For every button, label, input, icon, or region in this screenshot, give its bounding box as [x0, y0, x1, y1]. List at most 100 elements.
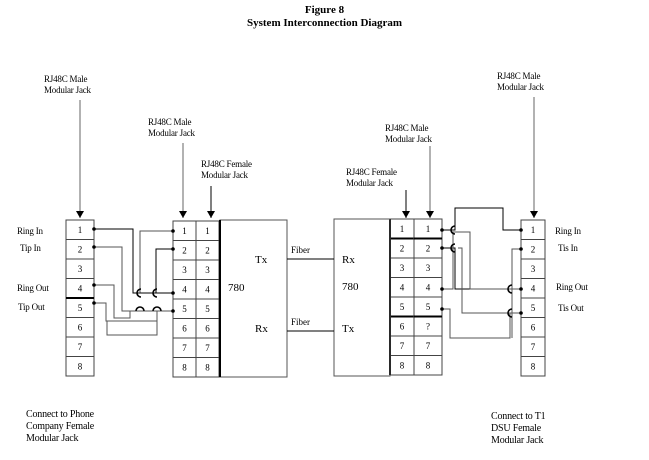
- wire-l1: [94, 228, 140, 294]
- pin-number: 2: [205, 245, 210, 255]
- pin-number: 5: [426, 302, 431, 312]
- junction-dot: [440, 287, 444, 291]
- pin-number: 5: [182, 304, 187, 314]
- arrowhead-icon: [402, 211, 410, 218]
- pin-number: 8: [531, 361, 536, 371]
- arrowhead-icon: [530, 211, 538, 218]
- hop-icon: [450, 225, 456, 235]
- right-male-jack-label: RJ48C Male Modular Jack: [497, 71, 544, 93]
- pin-number: 6: [205, 323, 210, 333]
- pin-number: 5: [205, 304, 210, 314]
- right-unit-name: 780: [342, 281, 359, 293]
- junction-dot: [92, 245, 96, 249]
- left-note: Connect to Phone Company Female Modular …: [26, 409, 94, 445]
- junction-dot: [171, 309, 175, 313]
- note-line: Connect to T1: [491, 411, 546, 422]
- pin-number: 3: [531, 264, 536, 274]
- arrowhead-icon: [179, 211, 187, 218]
- wire-m1: [139, 230, 173, 293]
- pin-cell: [65, 356, 95, 377]
- pin-number: 1: [182, 226, 187, 236]
- note-line: DSU Female: [491, 423, 541, 434]
- pin-number: 7: [426, 341, 431, 351]
- left-mid-female-jack-label: RJ48C Female Modular Jack: [201, 159, 252, 181]
- right-crossover-hops: [450, 225, 513, 318]
- hop-icon: [135, 306, 145, 312]
- left-signal-ring-out: Ring Out: [17, 283, 49, 293]
- left-unit-tx: Tx: [255, 254, 268, 266]
- junction-dot: [171, 291, 175, 295]
- pin-number: ?: [426, 321, 430, 331]
- left-780-unit: [219, 219, 288, 378]
- left-junctions: [92, 227, 175, 313]
- pin-number: 1: [205, 226, 210, 236]
- arrowhead-icon: [207, 211, 215, 218]
- left-signal-tip-in: Tip In: [20, 243, 41, 253]
- pin-number: 5: [531, 303, 536, 313]
- wire-r-tip: [511, 248, 521, 338]
- pin-blocks: 1234567812345678123456781234567812345?78…: [65, 218, 546, 378]
- pin-number: 6: [182, 323, 187, 333]
- pin-number: 1: [426, 224, 431, 234]
- label-line: Modular Jack: [201, 170, 248, 180]
- right-mid-female-jack-label: RJ48C Female Modular Jack: [346, 167, 397, 189]
- right-wiring: [442, 207, 521, 339]
- pin-number: 1: [400, 224, 405, 234]
- pin-number: 8: [426, 360, 431, 370]
- hop-icon: [136, 288, 142, 298]
- label-line: RJ48C Female: [346, 167, 397, 177]
- pin-number: 4: [182, 284, 187, 294]
- wire-m2: [155, 248, 173, 293]
- right-signal-tis-in: Tis In: [558, 243, 578, 253]
- right-mid-male-jack-label: RJ48C Male Modular Jack: [385, 123, 432, 145]
- right-unit-rx: Rx: [342, 254, 355, 266]
- label-line: RJ48C Female: [201, 159, 252, 169]
- left-mid-male-jack-label: RJ48C Male Modular Jack: [148, 117, 195, 139]
- pin-number: 4: [426, 282, 431, 292]
- pin-number: 8: [78, 361, 83, 371]
- fiber-label-bottom: Fiber: [291, 317, 310, 327]
- left-signal-tip-out: Tip Out: [18, 302, 45, 312]
- junction-dot: [519, 247, 523, 251]
- right-signal-tis-out: Tis Out: [558, 303, 584, 313]
- wire-r2b: [458, 247, 521, 314]
- hop-icon: [152, 288, 158, 298]
- hop-icon: [450, 243, 456, 253]
- wire-l4: [94, 284, 131, 319]
- hop-icon: [507, 284, 513, 294]
- pin-number: 2: [400, 243, 405, 253]
- label-line: RJ48C Male: [497, 71, 541, 81]
- pin-number: 8: [182, 362, 187, 372]
- pin-number: 6: [531, 322, 536, 332]
- label-line: RJ48C Male: [148, 117, 192, 127]
- wire-loop: [106, 311, 158, 336]
- label-line: RJ48C Male: [44, 74, 88, 84]
- wire-r1: [442, 207, 521, 231]
- right-780-unit: [333, 218, 391, 377]
- junction-dot: [519, 311, 523, 315]
- note-line: Company Female: [26, 421, 95, 432]
- pin-number: 4: [78, 283, 83, 293]
- pin-number: 2: [78, 244, 83, 254]
- pin-number: 2: [531, 244, 536, 254]
- right-junctions: [440, 228, 523, 315]
- left-male-jack-label: RJ48C Male Modular Jack: [44, 74, 91, 96]
- junction-dot: [92, 227, 96, 231]
- arrowhead-icon: [76, 211, 84, 218]
- pin-number: 1: [531, 225, 536, 235]
- left-unit-name: 780: [228, 282, 245, 294]
- right-unit-tx: Tx: [342, 323, 355, 335]
- label-line: Modular Jack: [148, 128, 195, 138]
- note-line: Modular Jack: [26, 433, 79, 444]
- junction-dot: [519, 228, 523, 232]
- junction-dot: [440, 228, 444, 232]
- junction-dot: [440, 307, 444, 311]
- pin-number: 3: [205, 265, 210, 275]
- figure-number: Figure 8: [304, 4, 345, 16]
- arrowhead-icon: [426, 211, 434, 218]
- junction-dot: [92, 283, 96, 287]
- hop-icon: [507, 308, 513, 318]
